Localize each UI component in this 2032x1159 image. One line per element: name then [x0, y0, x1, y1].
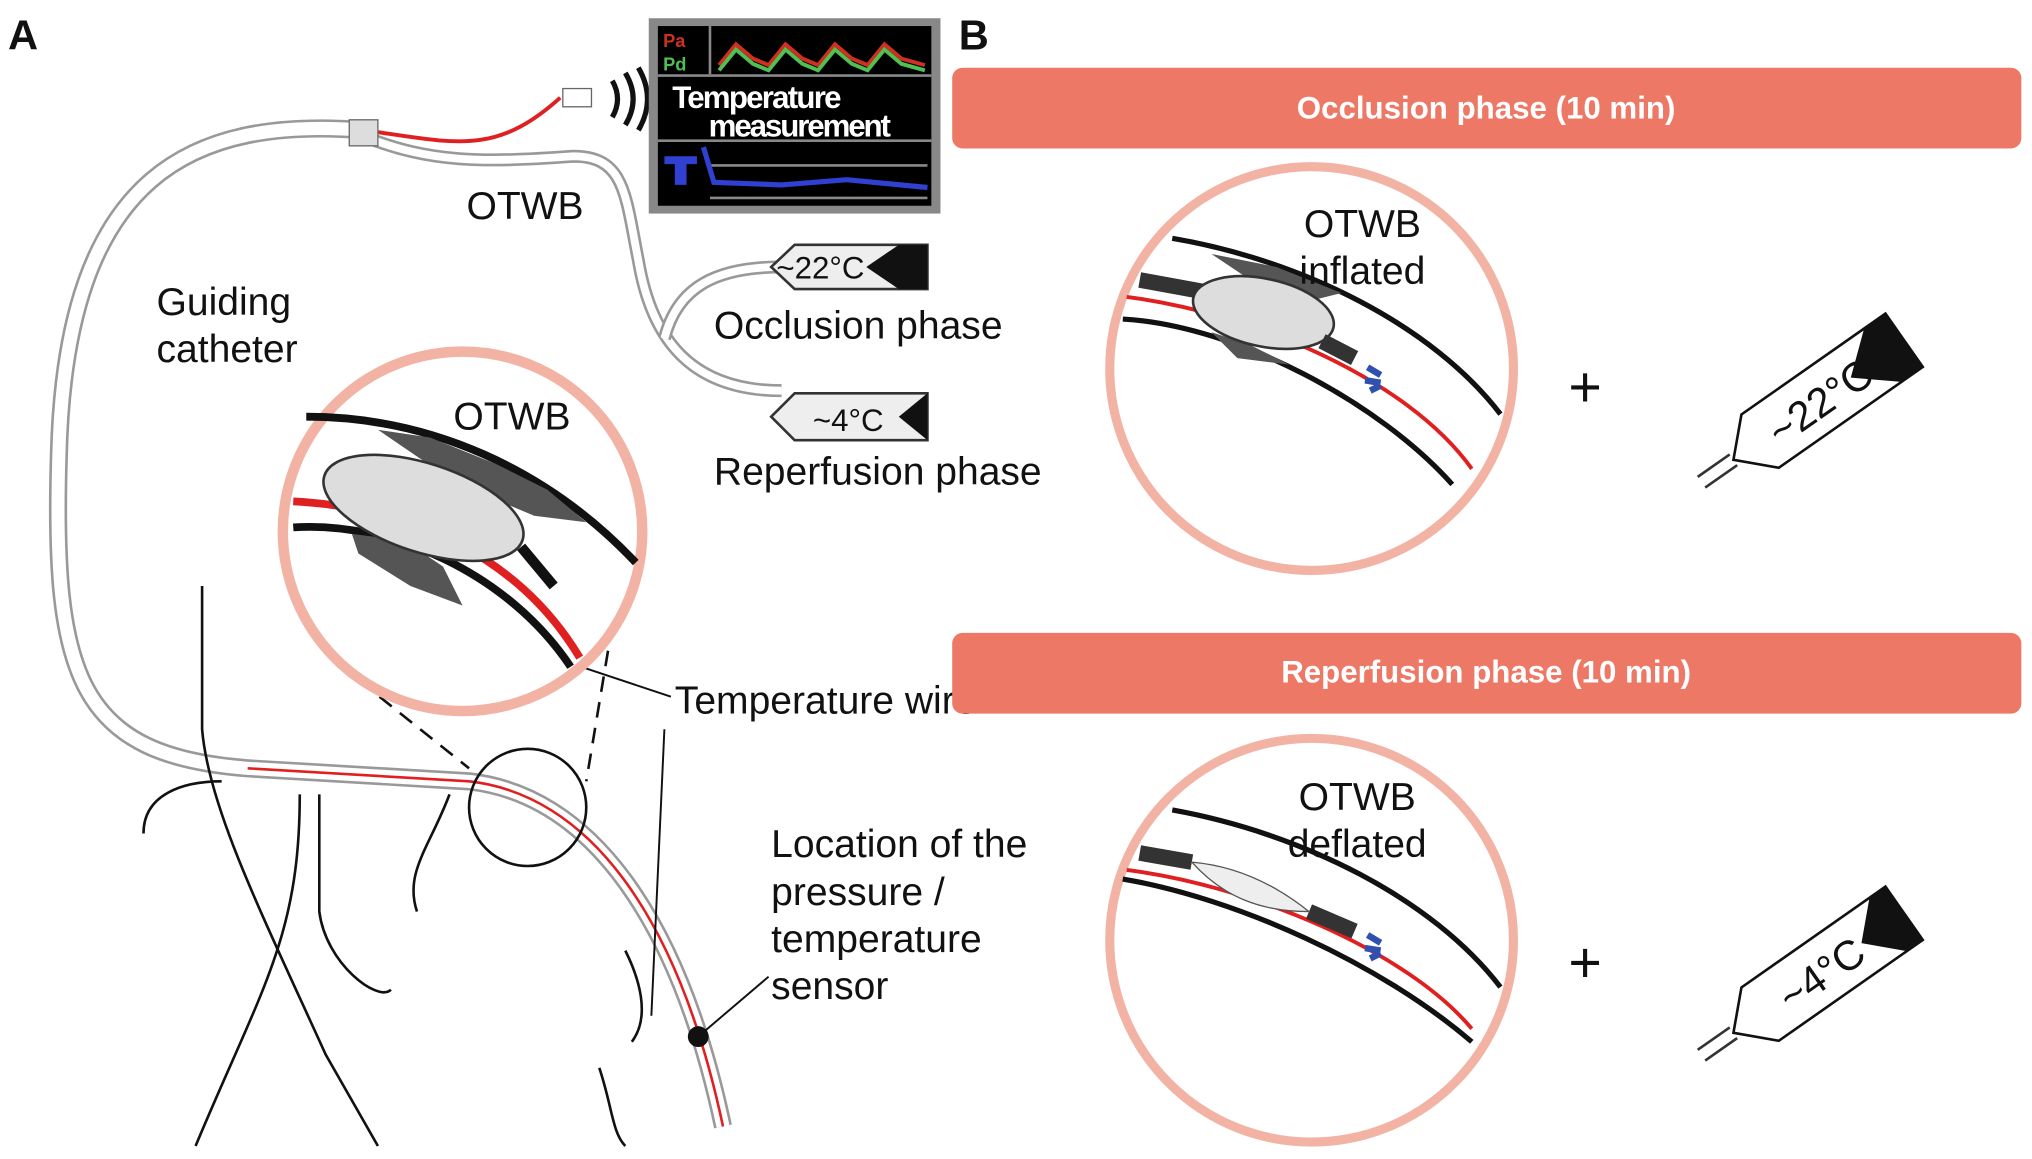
occlusion-phase-bar [952, 67, 2022, 149]
occlusion-phase-label: Occlusion phase [714, 305, 1003, 348]
occlusion-phase-bar-label: Occlusion phase (10 min) [1297, 91, 1676, 126]
reperfusion-phase-label: Reperfusion phase [714, 450, 1042, 493]
temperature-wire-label: Temperature wire [675, 680, 977, 723]
syringe-reperfusion: ~4°C [769, 391, 929, 442]
syringe-occlusion-temp: ~22°C [776, 251, 864, 286]
sensor-location-3: temperature [771, 918, 982, 961]
reperfusion-phase-bar [952, 632, 2022, 714]
otwb-label: OTWB [466, 185, 583, 228]
panel-label-b: B [959, 11, 989, 58]
monitor-title-2: measurement [709, 109, 892, 144]
syringe-b-reperfusion: ~4°C [1696, 884, 1925, 1062]
sensor-location-4: sensor [771, 965, 888, 1008]
sensor-location-2: pressure / [771, 871, 945, 914]
plus-sign-reperfusion: + [1568, 931, 1601, 995]
plus-sign-occlusion: + [1568, 355, 1601, 419]
inset-balloon-inflated: OTWB [277, 346, 648, 717]
syringe-b-occlusion: ~22°C [1696, 311, 1925, 489]
otwb-inflated-1: OTWB [1304, 203, 1421, 246]
reperfusion-phase-bar-label: Reperfusion phase (10 min) [1281, 654, 1691, 689]
pa-label: Pa [663, 30, 686, 51]
otwb-deflated-1: OTWB [1299, 776, 1416, 819]
sensor-location-1: Location of the [771, 823, 1027, 866]
syringe-occlusion: ~22°C [769, 243, 929, 291]
inset-otwb-label: OTWB [453, 396, 570, 439]
balloon-deflated-circle: OTWB deflated [1105, 733, 1519, 1147]
monitor: Pa Pd Temperature measurement [648, 18, 941, 214]
balloon-inflated-circle: OTWB inflated [1105, 162, 1519, 575]
sensor-dot [687, 1026, 709, 1048]
guiding-catheter-label-1: Guiding [157, 281, 292, 324]
syringe-reperfusion-temp: ~4°C [813, 403, 884, 438]
panel-label-a: A [8, 11, 38, 58]
otwb-inflated-2: inflated [1299, 250, 1425, 293]
guiding-catheter-label-2: catheter [157, 328, 298, 371]
pd-label: Pd [663, 53, 686, 74]
otwb-deflated-2: deflated [1288, 823, 1427, 866]
monitor-title-1: Temperature [672, 80, 841, 115]
